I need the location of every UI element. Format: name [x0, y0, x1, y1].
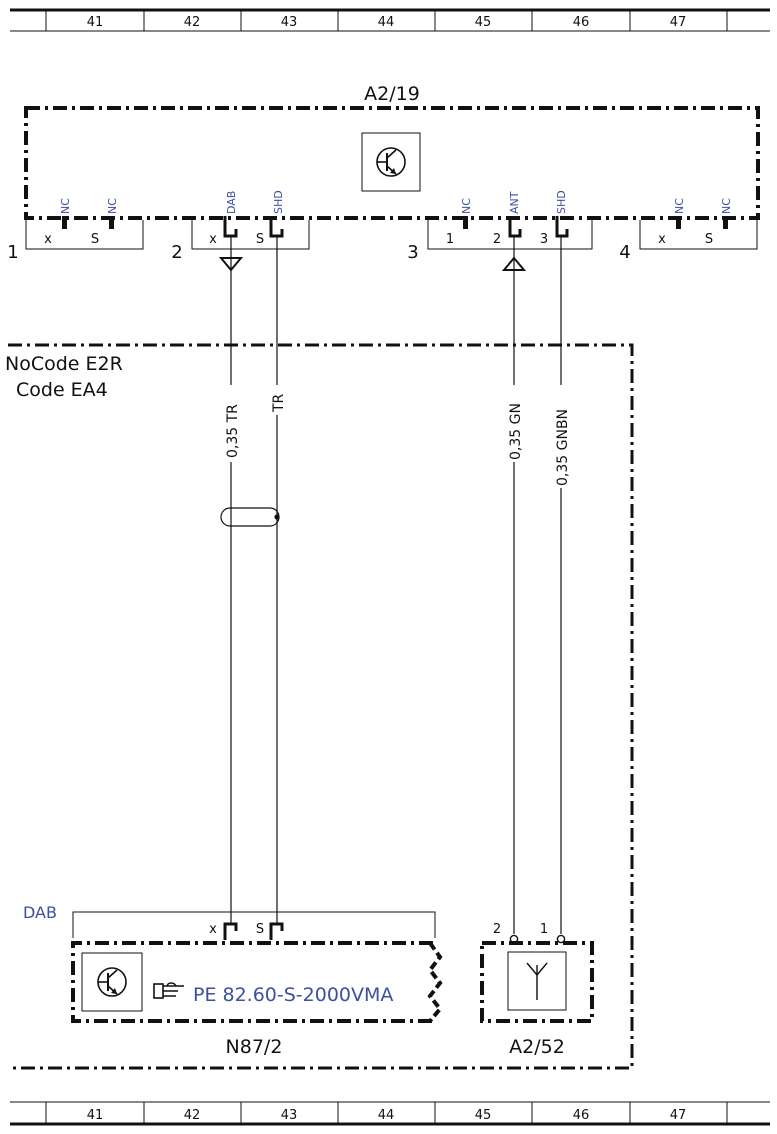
connector-3-signal-nc: NC: [460, 198, 473, 214]
grid-col-46: 46: [573, 15, 590, 30]
connector-4-signal-s: NC: [720, 198, 733, 214]
wire-4-label: 0,35 GNBN: [555, 409, 571, 486]
grid-col-45: 45: [475, 1108, 492, 1123]
connector-3: 3 1 2 3 NC ANT SHD: [407, 190, 593, 263]
connector-1: 1 x S NC NC: [7, 198, 144, 263]
code-region-boundary: [8, 343, 634, 1070]
wire-2-label: TR: [271, 393, 287, 413]
wire-gnbn: 0,35 GNBN: [555, 236, 571, 934]
connector-1-signal-s: NC: [106, 198, 119, 214]
connector-2-pin-x: x: [209, 232, 217, 247]
grid-col-47: 47: [670, 15, 687, 30]
bottom-grid-bar: 41 42 43 44 45 46 47: [10, 1101, 770, 1126]
connector-2-signal-shd: SHD: [272, 190, 285, 214]
grid-col-45: 45: [475, 15, 492, 30]
code-line-2: Code EA4: [16, 379, 108, 401]
module-a2-19-box: [24, 106, 760, 220]
wire-gn: 0,35 GN: [501, 236, 527, 934]
module-a2-19-label: A2/19: [364, 83, 420, 105]
connector-2-pin-s: S: [256, 232, 264, 247]
connector-3-pin-2: 2: [493, 232, 501, 247]
connector-2: 2 x S DAB SHD: [171, 190, 310, 263]
connector-4-number: 4: [619, 242, 630, 263]
wire-tr-shield: TR: [271, 236, 287, 925]
antenna-icon: [507, 951, 567, 1011]
n87-2-group-label: DAB: [23, 903, 57, 922]
connector-1-pin-s: S: [91, 232, 99, 247]
connector-3-number: 3: [407, 242, 418, 263]
wire-3-label: 0,35 GN: [508, 403, 524, 460]
shield-junction-dot: [274, 514, 280, 520]
connector-3-pin-3: 3: [540, 232, 548, 247]
transistor-symbol-icon: [81, 952, 143, 1012]
connector-3-signal-ant: ANT: [508, 191, 521, 214]
a2-52-group: 2 1 A2/52: [480, 922, 594, 1058]
wire-1-label: 0,35 TR: [225, 404, 241, 458]
connector-4: 4 x S NC NC: [619, 198, 758, 263]
pointing-hand-icon: [153, 982, 184, 999]
wire-tr: 0,35 TR: [218, 236, 244, 925]
grid-col-44: 44: [378, 1108, 395, 1123]
connector-3-signal-shd: SHD: [555, 190, 568, 214]
grid-col-44: 44: [378, 15, 395, 30]
connector-1-number: 1: [7, 242, 18, 263]
service-reference-link[interactable]: PE 82.60-S-2000VMA: [193, 984, 393, 1006]
connector-4-signal-x: NC: [673, 198, 686, 214]
a2-52-pin-2: 2: [493, 922, 501, 937]
connector-2-signal-dab: DAB: [225, 191, 238, 214]
grid-col-43: 43: [281, 15, 298, 30]
connector-4-pin-x: x: [658, 232, 666, 247]
connector-1-pin-x: x: [44, 232, 52, 247]
code-line-1: NoCode E2R: [5, 353, 123, 375]
grid-col-41: 41: [87, 15, 104, 30]
grid-col-42: 42: [184, 15, 201, 30]
grid-col-46: 46: [573, 1108, 590, 1123]
grid-col-42: 42: [184, 1108, 201, 1123]
grid-col-43: 43: [281, 1108, 298, 1123]
connector-4-pin-s: S: [705, 232, 713, 247]
grid-col-41: 41: [87, 1108, 104, 1123]
transistor-symbol-icon: [361, 132, 421, 192]
twisted-pair-marker: [220, 507, 280, 527]
connector-2-number: 2: [171, 242, 182, 263]
connector-1-signal-x: NC: [59, 198, 72, 214]
n87-2-label: N87/2: [226, 1036, 283, 1058]
n87-2-pin-x: x: [209, 922, 217, 937]
a2-52-pin-1: 1: [540, 922, 548, 937]
a2-52-label: A2/52: [509, 1036, 565, 1058]
connector-3-pin-1: 1: [446, 232, 454, 247]
n87-2-pin-s: S: [256, 922, 264, 937]
n87-2-group: DAB x S PE 82.60-S-2000VMA N87/2: [23, 903, 443, 1058]
top-grid-bar: 41 42 43 44 45 46 47: [10, 8, 770, 32]
grid-col-47: 47: [670, 1108, 687, 1123]
